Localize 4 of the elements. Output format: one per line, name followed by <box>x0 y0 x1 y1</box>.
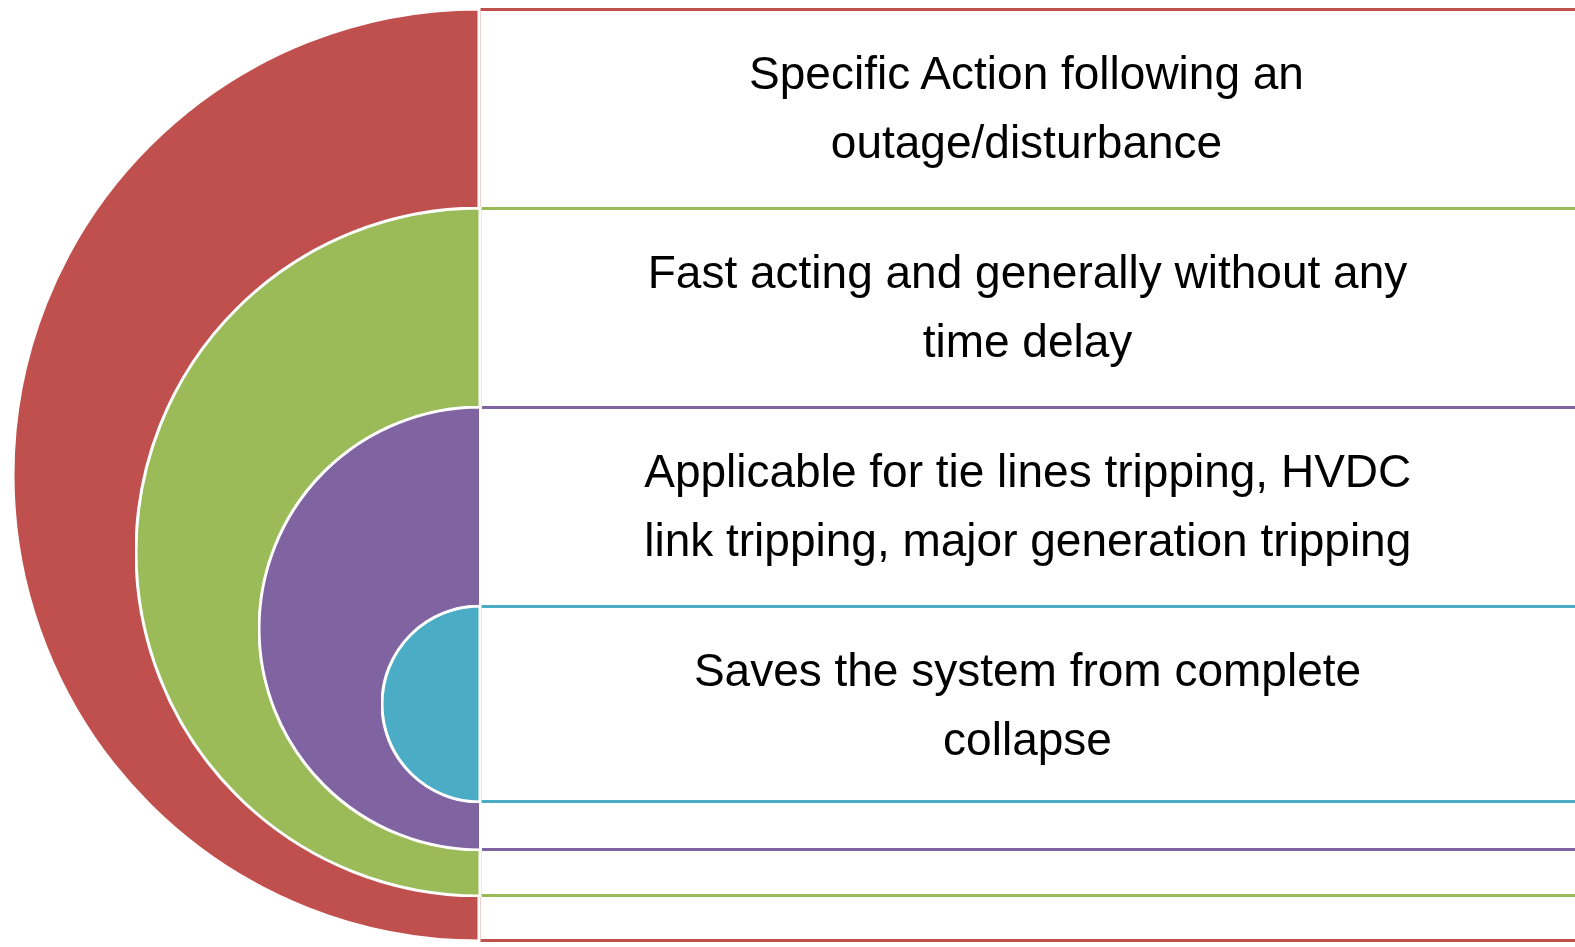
band-text: Specific Action following an outage/disturbance <box>748 45 1305 170</box>
band-text: Applicable for tie lines tripping, HVDC link tripping, major generation tripping <box>643 443 1413 568</box>
band-text: Saves the system from complete collapse <box>692 642 1363 767</box>
band-text: Fast acting and generally without any time delay <box>646 244 1409 369</box>
